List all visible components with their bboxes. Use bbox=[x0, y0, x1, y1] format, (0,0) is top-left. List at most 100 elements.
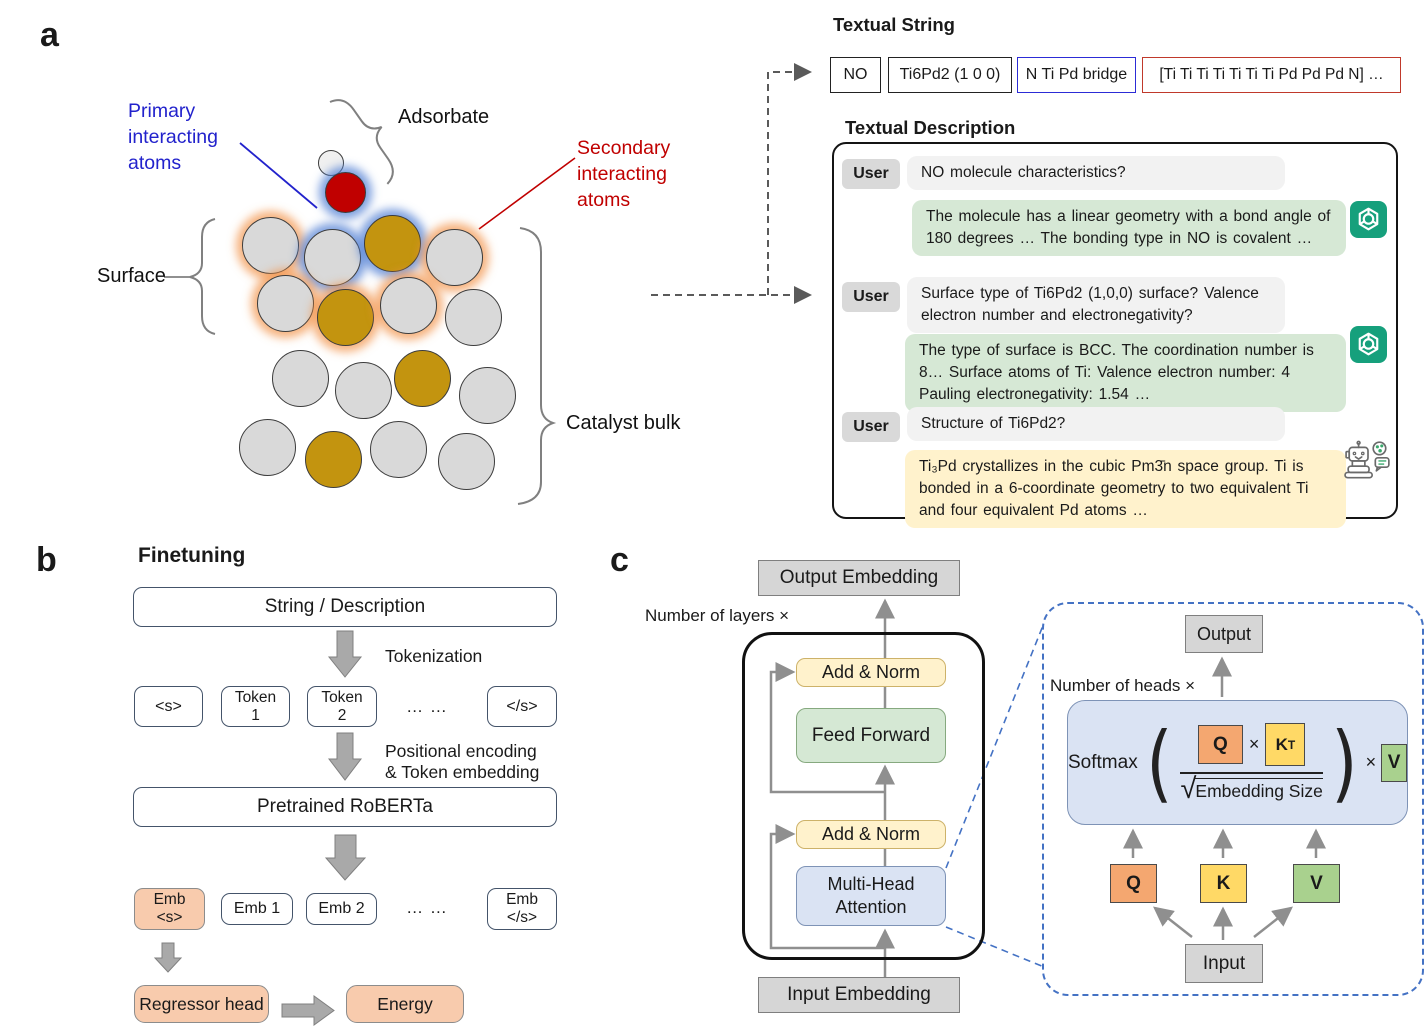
add-norm-bottom-text: Add & Norm bbox=[821, 824, 921, 844]
bulk-atom-pd bbox=[394, 350, 451, 407]
primary-line-3: atoms bbox=[128, 152, 182, 174]
input-embedding-box: Input Embedding bbox=[758, 977, 960, 1013]
primary-pointer-line bbox=[239, 142, 318, 209]
adsorbate-label: Adsorbate bbox=[398, 106, 490, 128]
string-token-adsorbate: NO bbox=[830, 57, 881, 93]
chatgpt-icon bbox=[1350, 201, 1387, 243]
output-text: Output bbox=[1196, 623, 1252, 644]
string-description-text: String / Description bbox=[264, 596, 426, 617]
positional-encoding-arrow bbox=[327, 732, 363, 781]
emb-ellipsis: … … bbox=[406, 898, 448, 917]
token-1-line1: Token bbox=[234, 688, 277, 706]
chatgpt-icon bbox=[1350, 326, 1387, 368]
input-text: Input bbox=[1202, 952, 1246, 974]
user-badge: User bbox=[842, 159, 900, 189]
secondary-line-3: atoms bbox=[577, 189, 631, 211]
adsorbate-atom-small bbox=[318, 150, 344, 176]
panel-a-label: a bbox=[40, 16, 59, 54]
emb-s-line2: <s> bbox=[156, 909, 183, 926]
dashed-connector-vertical bbox=[767, 63, 812, 295]
user-badge: User bbox=[842, 412, 900, 442]
user-badge: User bbox=[842, 282, 900, 312]
panel-b-label: b bbox=[36, 541, 57, 579]
v-matrix-box: V bbox=[1381, 743, 1407, 782]
robot-message-1: Ti₃Pd crystallizes in the cubic Pm3̄n sp… bbox=[905, 450, 1346, 528]
tokenization-arrow bbox=[327, 630, 363, 678]
adsorbate-brace bbox=[329, 99, 394, 185]
catalyst-bulk-label: Catalyst bulk bbox=[566, 412, 681, 434]
transformer-layer-container bbox=[742, 632, 985, 960]
regressor-head-text: Regressor head bbox=[139, 994, 264, 1014]
output-embedding-text: Output Embedding bbox=[779, 567, 939, 588]
add-norm-box-top: Add & Norm bbox=[796, 658, 946, 687]
primary-line-2: interacting bbox=[128, 126, 218, 148]
user-message-3: Structure of Ti6Pd2? bbox=[907, 407, 1285, 441]
radical-sign: √ bbox=[1180, 773, 1197, 805]
token-2-line1: Token bbox=[321, 688, 363, 706]
emb-box-2: Emb 2 bbox=[306, 893, 377, 925]
input-to-v-arrow bbox=[1253, 906, 1293, 938]
surface-label: Surface bbox=[97, 265, 166, 287]
v-text: V bbox=[1387, 751, 1401, 773]
k-input-box: K bbox=[1200, 864, 1247, 903]
emb-box-1: Emb 1 bbox=[221, 893, 293, 925]
string-token-atom-list: [Ti Ti Ti Ti Ti Ti Ti Pd Pd Pd N] … bbox=[1142, 57, 1401, 93]
token-ellipsis: … … bbox=[406, 697, 448, 716]
emb-end-line1: Emb bbox=[506, 891, 538, 908]
output-embedding-box: Output Embedding bbox=[758, 560, 960, 596]
textual-description-title: Textual Description bbox=[845, 117, 1016, 138]
feed-forward-text: Feed Forward bbox=[811, 724, 931, 746]
bulk-atom bbox=[335, 362, 392, 419]
add-norm-top-text: Add & Norm bbox=[821, 662, 921, 682]
secondary-interacting-label: Secondary interacting atoms bbox=[577, 135, 670, 213]
secondary-line-2: interacting bbox=[577, 163, 667, 185]
surface-atom-pd bbox=[317, 289, 374, 346]
panel-c-label: c bbox=[610, 541, 629, 579]
roberta-text: Pretrained RoBERTa bbox=[256, 796, 434, 817]
regressor-head-box: Regressor head bbox=[134, 985, 269, 1023]
bulk-atom bbox=[272, 350, 329, 407]
chatgpt-message-2: The type of surface is BCC. The coordina… bbox=[905, 334, 1346, 412]
embedding-size-label: Embedding Size bbox=[1195, 778, 1323, 802]
q-input-text: Q bbox=[1126, 872, 1141, 894]
surface-atom bbox=[304, 229, 361, 286]
k-input-text: K bbox=[1216, 872, 1231, 894]
emb-1-text: Emb 1 bbox=[233, 900, 281, 917]
token-s-text: <s> bbox=[155, 697, 182, 715]
bulk-atom bbox=[239, 419, 296, 476]
user-message-2: Surface type of Ti6Pd2 (1,0,0) surface? … bbox=[907, 277, 1285, 333]
emb-end-line2: </s> bbox=[506, 909, 538, 926]
textual-string-title: Textual String bbox=[833, 14, 955, 35]
surface-atom-pd bbox=[364, 215, 421, 272]
token-2-line2: 2 bbox=[337, 706, 347, 724]
energy-text: Energy bbox=[377, 994, 433, 1014]
emb-2-text: Emb 2 bbox=[318, 900, 365, 917]
feed-forward-box: Feed Forward bbox=[796, 708, 946, 763]
k-sup-text: T bbox=[1287, 737, 1296, 752]
positional-encoding-label-2: & Token embedding bbox=[385, 762, 540, 782]
secondary-line-1: Secondary bbox=[577, 137, 671, 159]
input-embedding-text: Input Embedding bbox=[787, 984, 931, 1005]
token-box-s: <s> bbox=[134, 686, 203, 727]
user-message-1: NO molecule characteristics? bbox=[907, 156, 1285, 190]
residual-skip-mha bbox=[769, 824, 885, 950]
token-box-end: </s> bbox=[487, 686, 557, 727]
number-of-heads-note: Number of heads × bbox=[1050, 676, 1196, 695]
residual-skip-ff bbox=[769, 662, 885, 794]
string-token-surface: Ti6Pd2 (1 0 0) bbox=[888, 57, 1012, 93]
q-input-box: Q bbox=[1110, 864, 1157, 903]
primary-line-1: Primary bbox=[128, 100, 196, 122]
times-sign: × bbox=[1248, 734, 1260, 754]
catalyst-bulk-brace bbox=[517, 227, 557, 505]
robot-icon bbox=[1344, 440, 1392, 489]
add-norm-box-bottom: Add & Norm bbox=[796, 820, 946, 849]
chatgpt-message-1: The molecule has a linear geometry with … bbox=[912, 200, 1346, 256]
energy-box: Energy bbox=[346, 985, 464, 1023]
mha-line1: Multi-Head bbox=[827, 874, 915, 894]
bulk-atom-pd bbox=[305, 431, 362, 488]
emb-box-end: Emb </s> bbox=[487, 888, 557, 930]
